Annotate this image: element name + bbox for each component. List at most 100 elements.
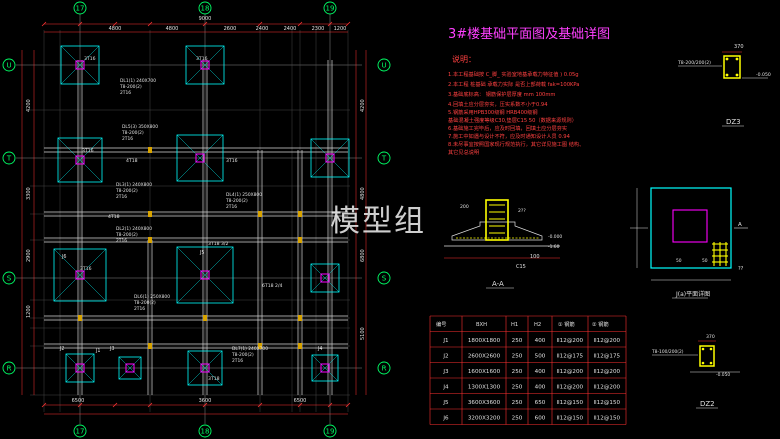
column <box>200 270 210 280</box>
note-line: 2.本工程 桩基础 承载力实际 是否上部荷载 fak=100KPa <box>448 80 579 88</box>
top-dimension: 1200 <box>334 26 347 32</box>
rebar-label: 4T18 <box>108 214 120 220</box>
axis-bubble-left <box>2 151 16 165</box>
footing-outline <box>310 138 350 178</box>
top-dimension: 2300 <box>312 26 325 32</box>
footing-diagonal <box>60 45 100 85</box>
table-cell: J1 <box>442 338 449 344</box>
beam-label: 2T16 <box>122 136 133 142</box>
beam-joint <box>298 211 302 217</box>
table-header-row: 编号 BXH H1 H2 ① 钢筋 ② 钢筋 <box>436 320 609 328</box>
dimension-tick <box>297 402 303 408</box>
top-dimension: 4800 <box>166 26 179 32</box>
beam-joint <box>78 315 82 321</box>
axis-bubble-left <box>2 361 16 375</box>
beam-label: T8-200(2) <box>121 130 144 136</box>
section-mark-c15: C15 <box>516 264 526 270</box>
column <box>320 363 330 373</box>
column <box>200 363 210 373</box>
beam-label: DL7(1) 240X700 <box>232 346 268 352</box>
dz2-column-detail: 370 T8-100/200(2) -0.050 DZ2 <box>651 334 740 409</box>
notes-heading: 说明： <box>452 54 476 64</box>
footing-outline <box>60 45 100 85</box>
foundation-plan <box>2 1 391 438</box>
notes-block: 说明： 1.本工程基础按 C_脚_ 实验室地基承载力特征值 ) 0.05g 2.… <box>448 54 584 156</box>
axis-bubble-right <box>377 151 391 165</box>
plan-detail-mark-50a: 50 <box>676 258 682 264</box>
axis-bubble-bottom-label: 19 <box>326 428 335 436</box>
table-cell: 1600X1600 <box>468 369 501 375</box>
axis-bubble-bottom <box>198 424 212 438</box>
bottom-dimension: 6500 <box>72 398 85 404</box>
right-dimension: 5100 <box>360 327 366 340</box>
section-mark-100: 100 <box>530 254 540 260</box>
footing-diagonal <box>310 138 350 178</box>
top-dimension: 2400 <box>256 26 269 32</box>
rebar-label: 3T16 <box>196 56 208 62</box>
beam-label: T8-200(2) <box>133 300 156 306</box>
column <box>200 60 210 70</box>
beam-joint <box>148 147 152 153</box>
table-cell: Ⅱ12@150 <box>557 400 584 406</box>
plan-detail-mark-q: ?? <box>738 266 744 272</box>
top-dimension: 2600 <box>224 26 237 32</box>
footing-outline <box>310 263 340 293</box>
beam-label: T8-200(2) <box>119 84 142 90</box>
dimension-tick <box>77 21 83 27</box>
axis-bubble-left-label: T <box>6 155 12 163</box>
column <box>75 363 85 373</box>
footing-outline <box>185 45 225 85</box>
axis-bubble-left <box>2 271 16 285</box>
foundation-label: J6 <box>61 254 66 260</box>
watermark: 模型组 <box>330 204 426 239</box>
beam-label: 2T16 <box>120 90 131 96</box>
section-a-a: 200 2?? C15 100 -0.000 -1.60 A-A <box>444 199 562 289</box>
beam-label: 2T16 <box>232 358 243 364</box>
table-cell: Ⅱ12@200 <box>557 338 584 344</box>
bottom-dimension: 3600 <box>199 398 212 404</box>
beam-label: DL3(1) 240X800 <box>116 182 152 188</box>
rebar-label: 3T16 <box>82 148 94 154</box>
rebar-label: 3T16 <box>226 158 238 164</box>
beam-label: 2T16 <box>134 306 145 312</box>
table-cell: 400 <box>535 385 546 391</box>
axis-bubble-top-label: 19 <box>326 5 335 13</box>
column <box>75 155 85 165</box>
dimension-tick <box>41 21 47 27</box>
plan-detail-dim-a: A <box>738 222 742 228</box>
table-header-cell: 编号 <box>436 320 446 328</box>
note-line: 6.基础施工完毕后，应及时回填，回填土应分层夯实 <box>448 124 567 132</box>
axis-bubble-left <box>2 58 16 72</box>
axis-bubble-bottom-label: 17 <box>76 428 85 436</box>
right-dimension: 4800 <box>360 187 366 200</box>
foundation-label: J3 <box>109 346 114 352</box>
dz3-column-detail: 370 T8-200/200(2) -0.050 DZ3 <box>677 44 771 127</box>
footing-outline <box>57 137 103 183</box>
note-line: 基础混凝土强度等级C30,垫层C15 50（数据来源规则） <box>448 116 577 124</box>
dz3-spec: T8-200/200(2) <box>677 60 711 66</box>
rebar-label: 3T18 3/2 <box>208 241 229 247</box>
right-dimension: 6800 <box>360 249 366 262</box>
beam-label: DL6(1) 250X800 <box>134 294 170 300</box>
table-cell: 650 <box>535 400 546 406</box>
dimension-tick <box>147 402 153 408</box>
table-cell: 400 <box>535 369 546 375</box>
table-cell: 600 <box>535 416 546 422</box>
dimension-tick <box>77 402 83 408</box>
top-dimension: 2400 <box>284 26 297 32</box>
beam-joint <box>258 343 262 349</box>
dimension-tick <box>112 402 118 408</box>
left-dimension: 2900 <box>26 249 32 262</box>
table-cell: 2600X2600 <box>468 354 501 360</box>
table-cell: J5 <box>442 400 449 406</box>
table-header-cell: H2 <box>534 322 541 328</box>
beam-label: DL2(1) 240X800 <box>116 226 152 232</box>
dz2-label: DZ2 <box>700 400 715 408</box>
footing-diagonal <box>311 354 339 382</box>
dimension-tick <box>297 21 303 27</box>
axis-bubble-top <box>323 1 337 15</box>
plan-detail-label: J(a)平面详图 <box>675 290 710 298</box>
table-cell: Ⅱ12@150 <box>594 400 621 406</box>
